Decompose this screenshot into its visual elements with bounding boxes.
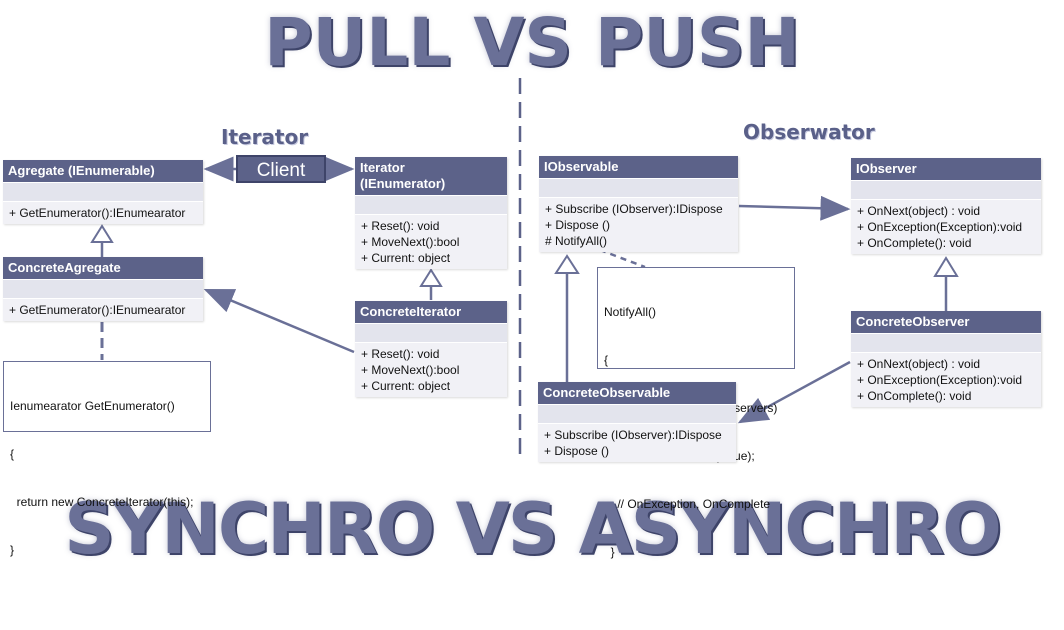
class-concrete-agregate: ConcreteAgregate + GetEnumerator():IEnum… xyxy=(3,257,203,321)
class-iobservable-attrs xyxy=(539,178,738,198)
class-iobserver-attrs xyxy=(851,180,1041,200)
class-iobservable-ops: + Subscribe (IObserver):IDispose + Dispo… xyxy=(539,198,738,252)
class-concrete-observable: ConcreteObservable + Subscribe (IObserve… xyxy=(538,382,736,462)
op: + OnException(Exception):void xyxy=(857,373,1023,387)
op: + Dispose () xyxy=(545,218,611,232)
class-iterator-attrs xyxy=(355,195,507,215)
class-iterator-name-line1: Iterator xyxy=(360,160,405,175)
class-concrete-iterator-ops: + Reset(): void + MoveNext():bool + Curr… xyxy=(355,343,507,397)
arrow-observable-observer xyxy=(738,195,851,221)
section-label-iterator: Iterator xyxy=(221,125,309,149)
op: + OnNext(object) : void xyxy=(857,357,981,371)
title-pull-vs-push: PULL VS PUSH xyxy=(264,4,800,81)
op: + MoveNext():bool xyxy=(361,235,460,249)
note-line: } xyxy=(604,545,615,559)
inherit-triangle-iterator xyxy=(419,268,443,287)
class-iobserver: IObserver + OnNext(object) : void + OnEx… xyxy=(851,158,1041,254)
inherit-triangle-observable xyxy=(554,254,580,274)
dashed-note-link-observable xyxy=(599,248,646,269)
note-notifyall: NotifyAll() { foreach (observer in obser… xyxy=(597,267,795,559)
class-concrete-observable-attrs xyxy=(538,404,736,424)
note-getenumerator: Ienumearator GetEnumerator() { return ne… xyxy=(3,361,211,557)
class-iobservable: IObservable + Subscribe (IObserver):IDis… xyxy=(539,156,738,252)
class-agregate-attrs xyxy=(3,182,203,202)
note-line: NotifyAll() xyxy=(604,305,657,319)
section-label-observer: Obserwator xyxy=(743,120,875,144)
op: + OnException(Exception):void xyxy=(857,220,1023,234)
class-concrete-observable-ops: + Subscribe (IObserver):IDispose + Dispo… xyxy=(538,424,736,462)
inherit-triangle-observer xyxy=(933,256,959,277)
op: + Reset(): void xyxy=(361,219,440,233)
note-line: { xyxy=(10,447,15,461)
note-line: // OnException, OnComplete xyxy=(604,497,771,511)
class-agregate: Agregate (IEnumerable) + GetEnumerator()… xyxy=(3,160,203,224)
arrow-iterator-agregate xyxy=(203,288,355,354)
class-concrete-observer-ops: + OnNext(object) : void + OnException(Ex… xyxy=(851,353,1041,407)
note-line: } xyxy=(10,543,15,557)
op: + GetEnumerator():IEnumearator xyxy=(9,206,186,220)
class-iobserver-ops: + OnNext(object) : void + OnException(Ex… xyxy=(851,200,1041,254)
class-iterator: Iterator (IEnumerator) + Reset(): void +… xyxy=(355,157,507,269)
arrow-observer-observable xyxy=(737,360,851,424)
title-synchro-vs-asynchro: SYNCHRO VS ASYNCHRO xyxy=(64,488,1002,570)
class-agregate-name: Agregate (IEnumerable) xyxy=(3,160,203,182)
op: + GetEnumerator():IEnumearator xyxy=(9,303,186,317)
op: + Current: object xyxy=(361,251,451,265)
class-concrete-iterator-attrs xyxy=(355,323,507,343)
op: # NotifyAll() xyxy=(545,234,608,248)
note-line: Ienumearator GetEnumerator() xyxy=(10,399,175,413)
class-concrete-iterator-name: ConcreteIterator xyxy=(355,301,507,323)
op: + Current: object xyxy=(361,379,451,393)
class-iterator-ops: + Reset(): void + MoveNext():bool + Curr… xyxy=(355,215,507,269)
op: + MoveNext():bool xyxy=(361,363,460,377)
op: + Subscribe (IObserver):IDispose xyxy=(544,428,722,442)
op: + Dispose () xyxy=(544,444,610,458)
class-concrete-agregate-ops: + GetEnumerator():IEnumearator xyxy=(3,299,203,321)
client-box: Client xyxy=(236,155,326,183)
class-iterator-name-line2: (IEnumerator) xyxy=(360,176,446,191)
class-concrete-observable-name: ConcreteObservable xyxy=(538,382,736,404)
inherit-triangle-agregate xyxy=(90,224,114,243)
note-line: { xyxy=(604,353,609,367)
class-iobservable-name: IObservable xyxy=(539,156,738,178)
class-concrete-agregate-name: ConcreteAgregate xyxy=(3,257,203,279)
op: + Reset(): void xyxy=(361,347,440,361)
class-concrete-observer-name: ConcreteObserver xyxy=(851,311,1041,333)
class-iterator-name: Iterator (IEnumerator) xyxy=(355,157,507,195)
class-concrete-observer-attrs xyxy=(851,333,1041,353)
class-agregate-ops: + GetEnumerator():IEnumearator xyxy=(3,202,203,224)
op: + OnComplete(): void xyxy=(857,389,972,403)
op: + OnComplete(): void xyxy=(857,236,972,250)
op: + OnNext(object) : void xyxy=(857,204,981,218)
class-concrete-iterator: ConcreteIterator + Reset(): void + MoveN… xyxy=(355,301,507,397)
class-concrete-agregate-attrs xyxy=(3,279,203,299)
note-line: return new ConcreteIterator(this); xyxy=(10,495,194,509)
class-iobserver-name: IObserver xyxy=(851,158,1041,180)
class-concrete-observer: ConcreteObserver + OnNext(object) : void… xyxy=(851,311,1041,407)
op: + Subscribe (IObserver):IDispose xyxy=(545,202,723,216)
